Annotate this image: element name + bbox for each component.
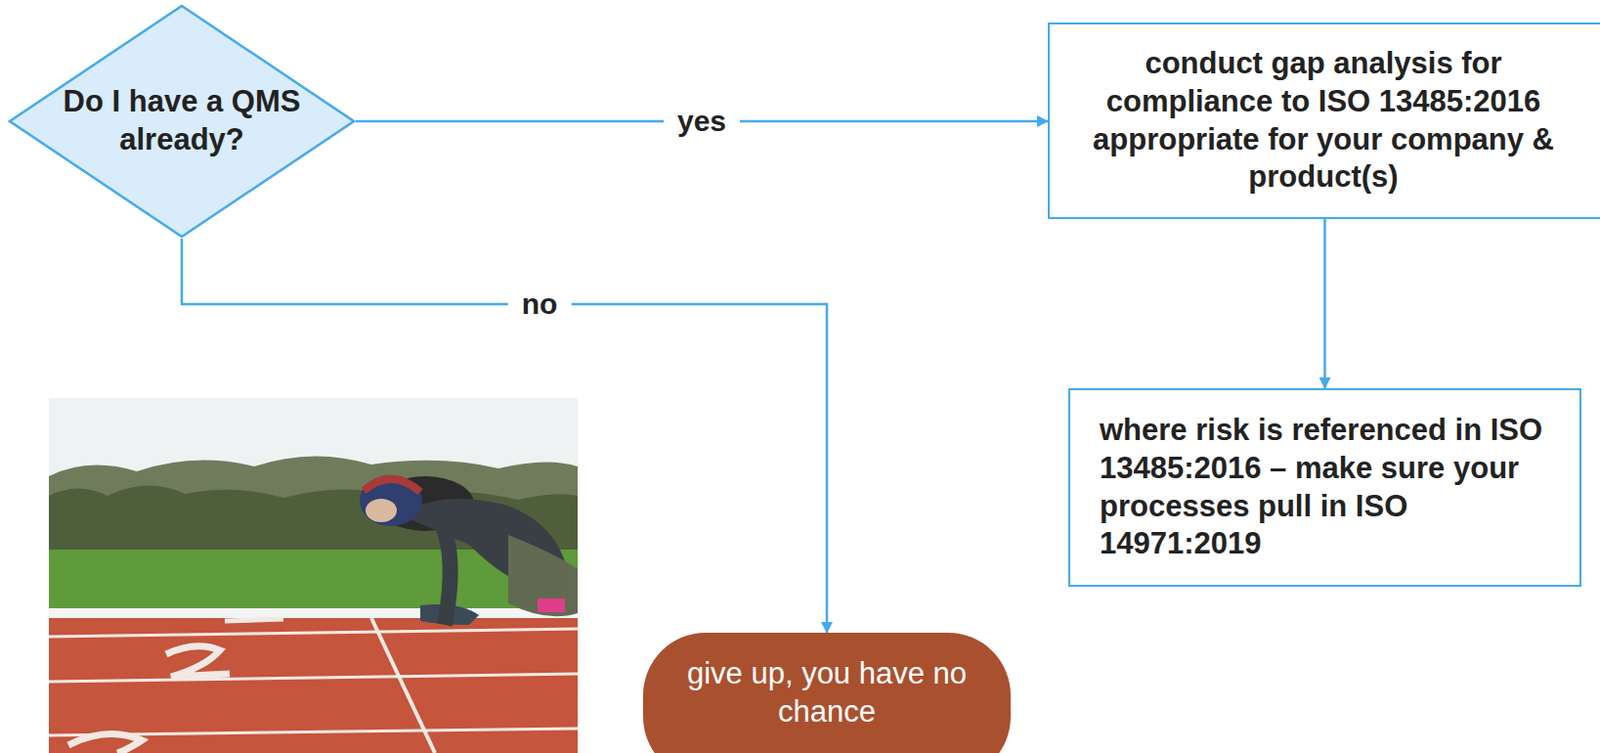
decision-diamond: Do I have a QMS already? — [7, 3, 356, 239]
edge-label: no — [508, 286, 572, 322]
edge-label: yes — [663, 103, 740, 139]
node-text: conduct gap analysis for compliance to I… — [1065, 44, 1582, 197]
node-text: Do I have a QMS already? — [59, 83, 304, 160]
connector — [1323, 218, 1327, 389]
diamond-outline — [7, 3, 356, 239]
node-text: where risk is referenced in ISO 13485:20… — [1099, 411, 1557, 563]
runner-photo — [48, 397, 578, 753]
node-text: give up, you have no chance — [672, 654, 982, 732]
process-box: where risk is referenced in ISO 13485:20… — [1068, 388, 1582, 587]
process-box: conduct gap analysis for compliance to I… — [1047, 22, 1600, 219]
terminal-pill: give up, you have no chance — [643, 632, 1011, 753]
